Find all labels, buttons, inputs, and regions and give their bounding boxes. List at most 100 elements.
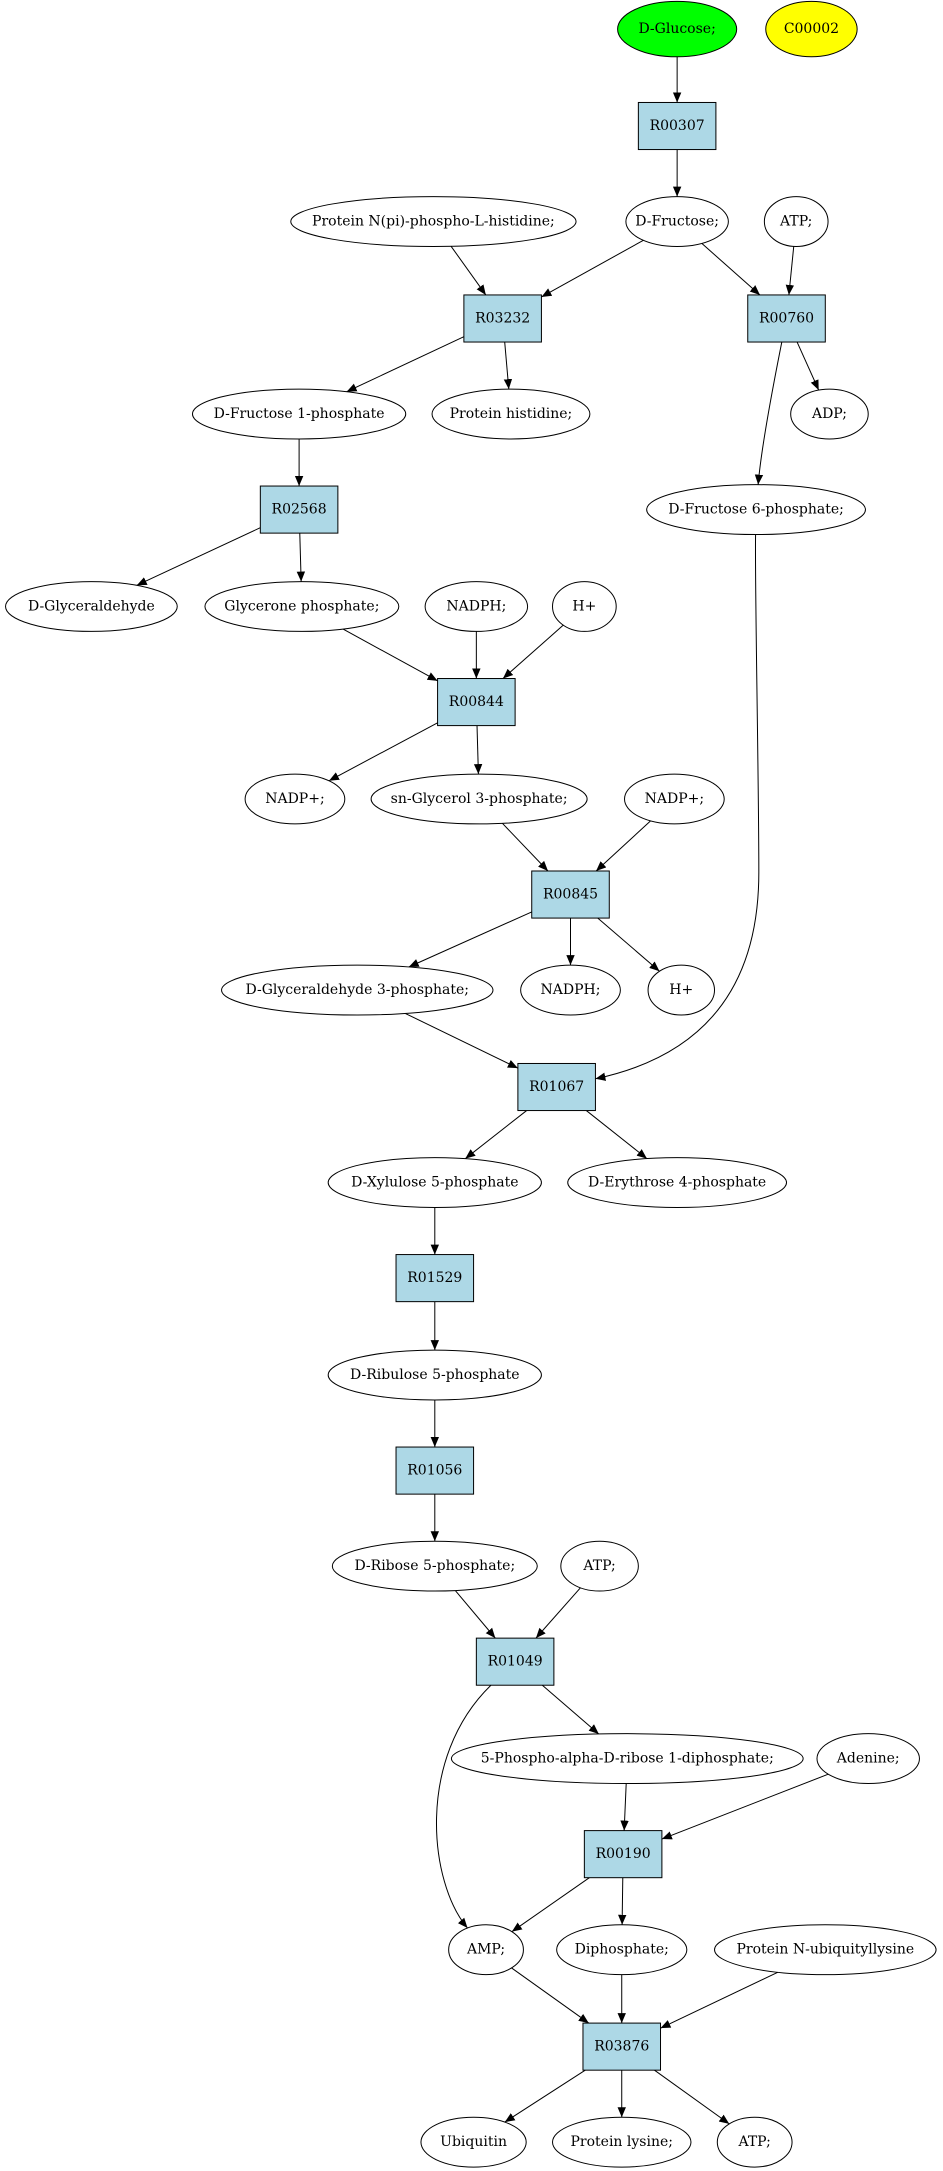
edge-r01067-to-e4p <box>586 1110 648 1159</box>
edge-r01049-to-amp <box>436 1684 492 1929</box>
compound-node-d-fructose-6-phosphate: D-Fructose 6-phosphate; <box>646 484 866 536</box>
compound-node-atp: ATP; <box>716 2116 793 2168</box>
compound-node-ubiquitin: Ubiquitin <box>420 2116 527 2168</box>
edge-r00845-to-gap <box>408 911 532 968</box>
node-label: R00190 <box>596 1846 651 1862</box>
edge-r03876-to-atp3 <box>654 2069 730 2125</box>
node-label: R01056 <box>407 1463 462 1479</box>
reaction-node-r01529: R01529 <box>395 1254 475 1303</box>
compound-node-glycerone-phosphate: Glycerone phosphate; <box>204 581 400 632</box>
compound-ellipse <box>552 2116 692 2168</box>
node-label: R01529 <box>407 1270 462 1286</box>
edge-r00190-to-diphosphate <box>618 1877 627 1925</box>
edge-r02568-to-glyceraldehyde <box>136 527 261 586</box>
compound-ellipse <box>567 1157 788 1208</box>
compound-node-d-glyceraldehyde: D-Glyceraldehyde <box>5 581 178 632</box>
compound-ellipse <box>448 1924 524 1976</box>
reaction-node-r01049: R01049 <box>475 1637 555 1686</box>
edge-fructose-to-r00760 <box>701 243 761 296</box>
node-label: D-Fructose 6-phosphate; <box>668 502 844 518</box>
compound-node-protein-histidine: Protein histidine; <box>431 388 591 440</box>
reaction-box <box>531 870 610 919</box>
node-label: D-Glucose; <box>638 21 715 37</box>
node-label: D-Erythrose 4-phosphate <box>588 1175 766 1191</box>
compound-node-d-ribulose-5-phosphate: D-Ribulose 5-phosphate <box>327 1349 542 1401</box>
edge-r00760-to-adp <box>796 341 820 391</box>
reaction-node-r00844: R00844 <box>437 678 516 727</box>
node-label: sn-Glycerol 3-phosphate; <box>391 791 568 807</box>
edge-atp1-to-r00760 <box>785 246 795 295</box>
node-label: AMP; <box>466 1942 505 1958</box>
compound-ellipse <box>556 1924 688 1976</box>
reaction-box <box>747 294 826 343</box>
reaction-node-r00190: R00190 <box>583 1830 663 1879</box>
compound-node-d-glucose: D-Glucose; <box>617 0 738 58</box>
edge-r03232-to-histidine <box>503 341 513 390</box>
compound-ellipse <box>624 773 725 825</box>
edge-gap-to-r01067 <box>405 1012 519 1069</box>
compound-ellipse <box>327 1157 542 1208</box>
compound-node-protein-n-pi-phospho-l-histidine: Protein N(pi)-phospho-L-histidine; <box>290 196 577 247</box>
reaction-box <box>437 678 516 727</box>
compound-ellipse <box>763 196 829 247</box>
node-label: Protein lysine; <box>571 2134 673 2150</box>
edge-r00845-to-hplus2 <box>597 917 660 972</box>
reaction-node-r03232: R03232 <box>463 294 542 343</box>
reaction-box <box>637 101 717 151</box>
edge-r00844-to-nadp1 <box>328 722 438 782</box>
compound-ellipse <box>191 388 407 440</box>
reaction-node-r03876: R03876 <box>582 2022 662 2071</box>
node-label: NADP+; <box>265 791 324 807</box>
compound-ellipse <box>560 1540 639 1592</box>
compound-node-diphosphate: Diphosphate; <box>556 1924 688 1976</box>
reaction-box <box>583 1830 663 1879</box>
node-label: D-Fructose; <box>635 214 719 230</box>
node-label: Diphosphate; <box>575 1942 669 1958</box>
edge-r00190-to-amp <box>511 1877 590 1933</box>
node-label: Ubiquitin <box>440 2134 507 2150</box>
edge-r5p-to-r01049 <box>454 1590 496 1639</box>
node-label: R01067 <box>529 1079 584 1095</box>
node-label: D-Xylulose 5-phosphate <box>351 1175 518 1191</box>
compound-ellipse <box>625 196 729 247</box>
edge-glycerone_p-to-r00844 <box>342 628 438 682</box>
compound-ellipse <box>424 581 529 632</box>
node-label: R02568 <box>272 502 327 518</box>
compound-ellipse <box>520 964 621 1016</box>
compound-ellipse <box>244 773 346 825</box>
compound-node-nadph: NADPH; <box>424 581 529 632</box>
reaction-node-r00845: R00845 <box>531 870 610 919</box>
node-label: R00760 <box>759 310 814 326</box>
reaction-box <box>395 1446 475 1495</box>
edge-r03876-to-ubiquitin <box>504 2069 586 2123</box>
reaction-box <box>582 2022 662 2071</box>
compound-ellipse <box>816 1733 920 1785</box>
reaction-box <box>517 1062 596 1112</box>
compound-node-c00002: C00002 <box>765 0 858 58</box>
edge-r02568-to-glycerone_p <box>296 533 306 582</box>
edge-nadp2-to-r00845 <box>595 820 651 872</box>
node-label: D-Ribulose 5-phosphate <box>350 1367 520 1383</box>
compound-ellipse <box>765 0 858 58</box>
node-label: Adenine; <box>836 1751 900 1767</box>
node-label: R00845 <box>543 887 598 903</box>
compound-ellipse <box>221 964 494 1016</box>
node-label: D-Ribose 5-phosphate; <box>354 1558 515 1574</box>
node-label: ADP; <box>811 406 847 422</box>
compound-node-adenine: Adenine; <box>816 1733 920 1785</box>
compound-ellipse <box>617 0 738 58</box>
edge-f6p-to-r01067 <box>595 534 760 1081</box>
compound-ellipse <box>647 964 716 1016</box>
edge-amp-to-r03876 <box>511 1967 590 2024</box>
node-label: Protein N-ubiquityllysine <box>736 1942 914 1958</box>
node-label: ATP; <box>582 1558 615 1574</box>
edge-histidine_p-to-r03232 <box>450 245 487 296</box>
node-label: NADPH; <box>541 982 601 998</box>
node-label: C00002 <box>784 21 839 37</box>
compound-node-d-xylulose-5-phosphate: D-Xylulose 5-phosphate <box>327 1157 542 1208</box>
compound-node-adp: ADP; <box>790 388 869 440</box>
compound-node-sn-glycerol-3-phosphate: sn-Glycerol 3-phosphate; <box>370 773 588 825</box>
compound-node-d-glyceraldehyde-3-phosphate: D-Glyceraldehyde 3-phosphate; <box>221 964 494 1016</box>
compound-node-protein-lysine: Protein lysine; <box>552 2116 692 2168</box>
